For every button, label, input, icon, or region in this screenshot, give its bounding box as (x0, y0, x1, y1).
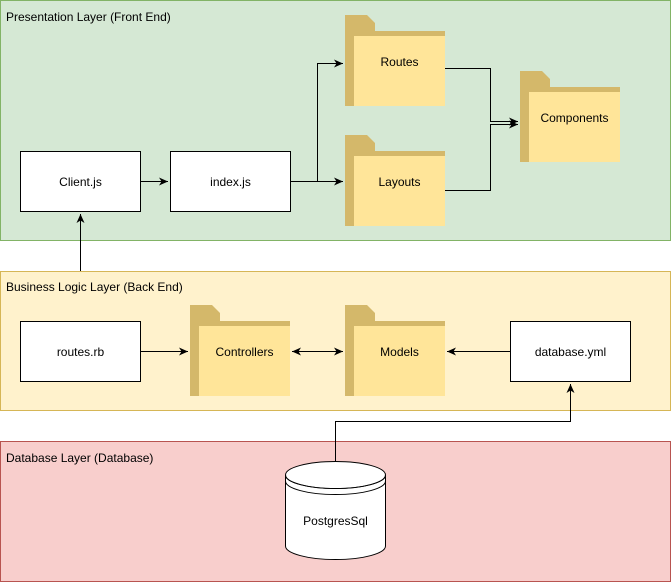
client-js-node[interactable]: Client.js (20, 151, 141, 212)
models-label: Models (380, 345, 419, 359)
database-yml-label: database.yml (534, 344, 607, 359)
database-yml-node[interactable]: database.yml (510, 321, 631, 382)
postgres-cylinder-icon[interactable]: PostgresSql (285, 461, 386, 561)
postgres-label: PostgresSql (303, 514, 368, 528)
components-label: Components (540, 111, 609, 125)
routes-folder-icon[interactable]: Routes (345, 15, 445, 106)
controllers-label: Controllers (215, 345, 274, 359)
presentation-layer-title: Presentation Layer (Front End) (6, 10, 171, 24)
database-layer-title: Database Layer (Database) (6, 451, 154, 465)
components-folder-icon[interactable]: Components (520, 71, 620, 162)
layouts-folder-icon[interactable]: Layouts (345, 135, 445, 226)
layouts-label: Layouts (378, 175, 421, 189)
business-logic-layer-title: Business Logic Layer (Back End) (6, 280, 183, 294)
routes-rb-node[interactable]: routes.rb (20, 321, 141, 382)
index-js-node[interactable]: index.js (170, 151, 291, 212)
routes-label: Routes (380, 55, 419, 69)
models-folder-icon[interactable]: Models (345, 305, 445, 396)
controllers-folder-icon[interactable]: Controllers (190, 305, 290, 396)
client-js-label: Client.js (59, 174, 102, 189)
routes-rb-label: routes.rb (56, 344, 105, 359)
index-js-label: index.js (210, 174, 251, 189)
